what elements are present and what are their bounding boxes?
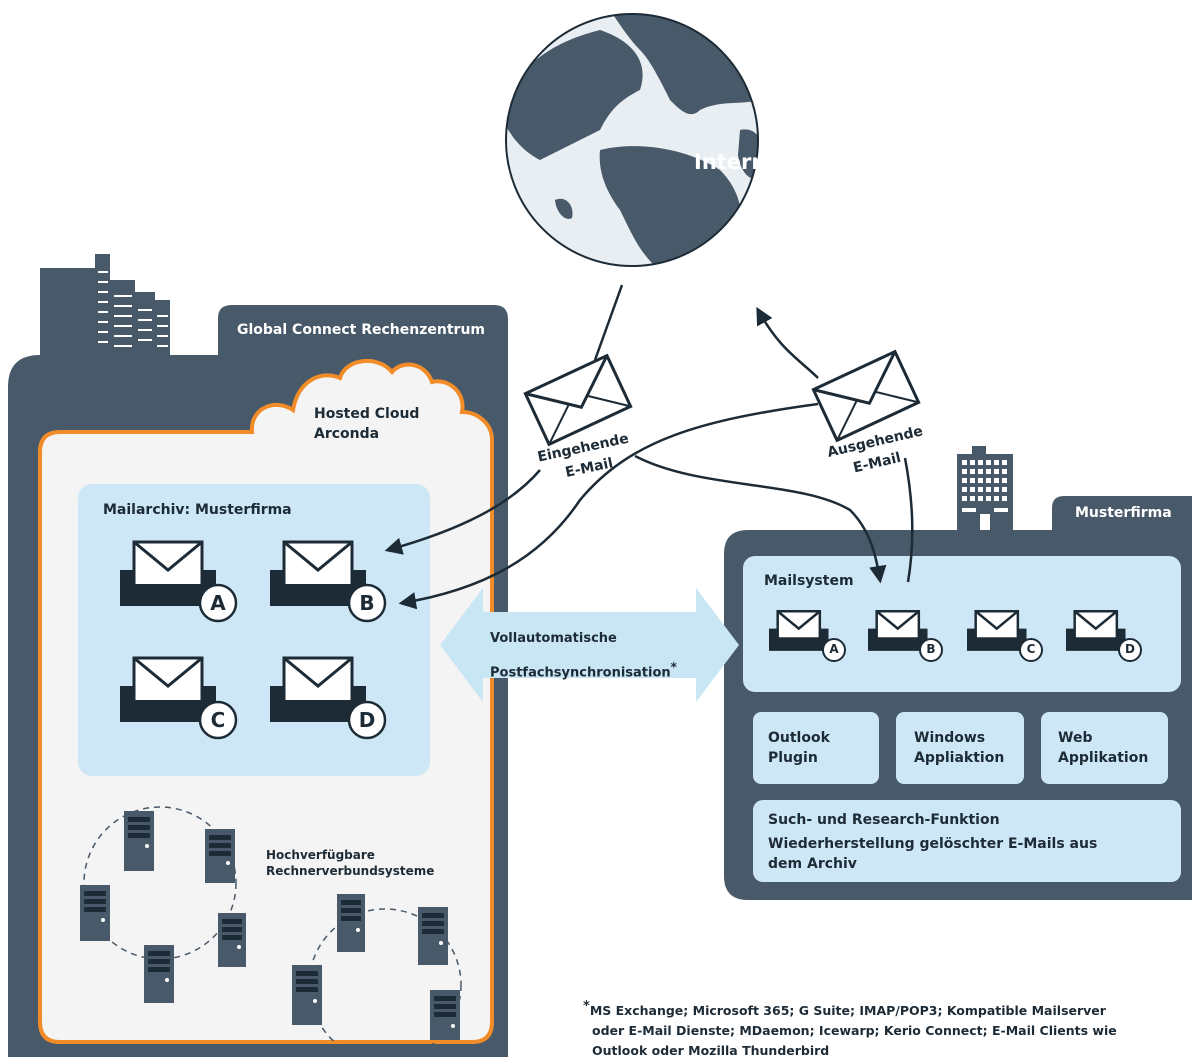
archive-mailbox-d-icon bbox=[270, 656, 366, 722]
module-box-outlook bbox=[753, 712, 879, 784]
mailsystem-letter-c: C bbox=[1026, 642, 1036, 656]
cloud-label-line1: Hosted Cloud bbox=[314, 406, 420, 422]
mailsystem-badge-d bbox=[1118, 638, 1142, 662]
archive-letter-a: A bbox=[210, 591, 226, 615]
footnote-mark: * bbox=[583, 999, 590, 1014]
server-icon bbox=[124, 811, 154, 871]
module-web-line2: Applikation bbox=[1058, 750, 1149, 766]
incoming-arrow-to-mailsystem-b bbox=[634, 454, 887, 584]
server-icon bbox=[144, 945, 174, 1003]
mailsystem-mailbox-d-icon bbox=[1066, 610, 1126, 651]
sync-label-line1: Vollautomatische bbox=[490, 631, 617, 646]
module-windows-label: Windows Appliaktion bbox=[914, 728, 1004, 768]
archive-letter-d: D bbox=[358, 708, 376, 732]
sync-double-arrow bbox=[440, 588, 739, 702]
server-icon bbox=[218, 913, 246, 967]
module-windows-line1: Windows bbox=[914, 730, 986, 746]
mailsystem-title: Mailsystem bbox=[764, 573, 854, 589]
outgoing-arrow-to-internet bbox=[756, 306, 819, 379]
archive-badge-c bbox=[198, 700, 238, 740]
archive-badge-b bbox=[347, 583, 387, 623]
mailsystem-badge-c bbox=[1019, 638, 1043, 662]
module-web-label: Web Applikation bbox=[1058, 728, 1148, 768]
globe-label: Internet bbox=[694, 150, 791, 174]
datacenter-building-icon bbox=[40, 254, 170, 358]
archive-mailbox-b-icon bbox=[270, 540, 366, 606]
cluster-label-line2: Rechnerverbundsysteme bbox=[266, 864, 435, 878]
server-icon bbox=[292, 965, 322, 1025]
outgoing-arrow-to-archive-b bbox=[398, 402, 819, 610]
cluster-ring-1 bbox=[83, 806, 237, 960]
company-tab-label: Musterfirma bbox=[1075, 505, 1172, 521]
server-icon bbox=[80, 885, 110, 941]
sync-label-line2: Postfachsynchronisation bbox=[490, 665, 671, 681]
features-line1: Such- und Research-Funktion bbox=[768, 812, 1000, 828]
features-line3: dem Archiv bbox=[768, 856, 857, 872]
mailsystem-letter-d: D bbox=[1125, 642, 1135, 656]
server-icon bbox=[337, 894, 365, 952]
cloud-label-line2: Arconda bbox=[314, 426, 380, 442]
footnote-line2: oder E-Mail Dienste; MDaemon; Icewarp; K… bbox=[592, 1023, 1117, 1039]
cloud-label: Hosted Cloud Arconda bbox=[314, 404, 419, 444]
mailsystem-letter-b: B bbox=[926, 642, 936, 656]
server-icon bbox=[430, 990, 460, 1040]
outgoing-envelope-icon bbox=[811, 349, 921, 443]
cluster-ring-2 bbox=[308, 908, 462, 1057]
cluster-label: Hochverfügbare Rechnerverbundsysteme bbox=[266, 847, 434, 879]
sync-label: Vollautomatische Postfachsynchronisation… bbox=[490, 625, 677, 687]
mailsystem-badge-a bbox=[822, 638, 846, 662]
module-box-web bbox=[1041, 712, 1168, 784]
archive-letter-b: B bbox=[359, 591, 375, 615]
cluster-label-line1: Hochverfügbare bbox=[266, 848, 375, 862]
module-outlook-label: Outlook Plugin bbox=[768, 728, 830, 768]
server-icon bbox=[418, 907, 448, 965]
mailsystem-mailbox-a-icon bbox=[769, 610, 829, 651]
mailsystem-badge-b bbox=[919, 638, 943, 662]
module-windows-line2: Appliaktion bbox=[914, 750, 1005, 766]
footnote-line3: Outlook oder Mozilla Thunderbird bbox=[592, 1043, 830, 1059]
mailsystem-mailbox-c-icon bbox=[967, 610, 1027, 651]
archive-mailbox-a-icon bbox=[120, 540, 216, 606]
company-building-icon bbox=[957, 446, 1013, 530]
archive-badge-a bbox=[198, 583, 238, 623]
archive-badge-d bbox=[347, 700, 387, 740]
footnote: *MS Exchange; Microsoft 365; G Suite; IM… bbox=[583, 997, 1117, 1061]
module-outlook-line2: Plugin bbox=[768, 750, 818, 766]
incoming-label-line2: E-Mail bbox=[564, 455, 615, 481]
incoming-arrow-to-archive-b bbox=[384, 469, 541, 555]
sync-footnote-mark: * bbox=[670, 660, 677, 674]
mailsystem-letter-a: A bbox=[829, 642, 839, 656]
archive-letter-c: C bbox=[210, 708, 226, 732]
globe-icon bbox=[505, 13, 759, 267]
features-line2: Wiederherstellung gelöschter E-Mails aus bbox=[768, 836, 1098, 852]
footnote-line1: MS Exchange; Microsoft 365; G Suite; IMA… bbox=[589, 1003, 1106, 1019]
mailsystem-box bbox=[743, 556, 1181, 692]
archive-title: Mailarchiv: Musterfirma bbox=[103, 502, 292, 518]
module-web-line1: Web bbox=[1058, 730, 1093, 746]
incoming-line-from-internet bbox=[593, 284, 624, 361]
module-box-windows bbox=[896, 712, 1024, 784]
server-icon bbox=[205, 829, 235, 883]
mailsystem-mailbox-b-icon bbox=[868, 610, 928, 651]
features-list: Such- und Research-Funktion Wiederherste… bbox=[768, 808, 1097, 876]
datacenter-tab-label: Global Connect Rechenzentrum bbox=[237, 322, 486, 338]
incoming-envelope-icon bbox=[523, 353, 633, 447]
outgoing-line-from-mailsystem bbox=[903, 457, 914, 583]
archive-mailbox-c-icon bbox=[120, 656, 216, 722]
module-outlook-line1: Outlook bbox=[768, 730, 830, 746]
features-box bbox=[753, 800, 1181, 882]
